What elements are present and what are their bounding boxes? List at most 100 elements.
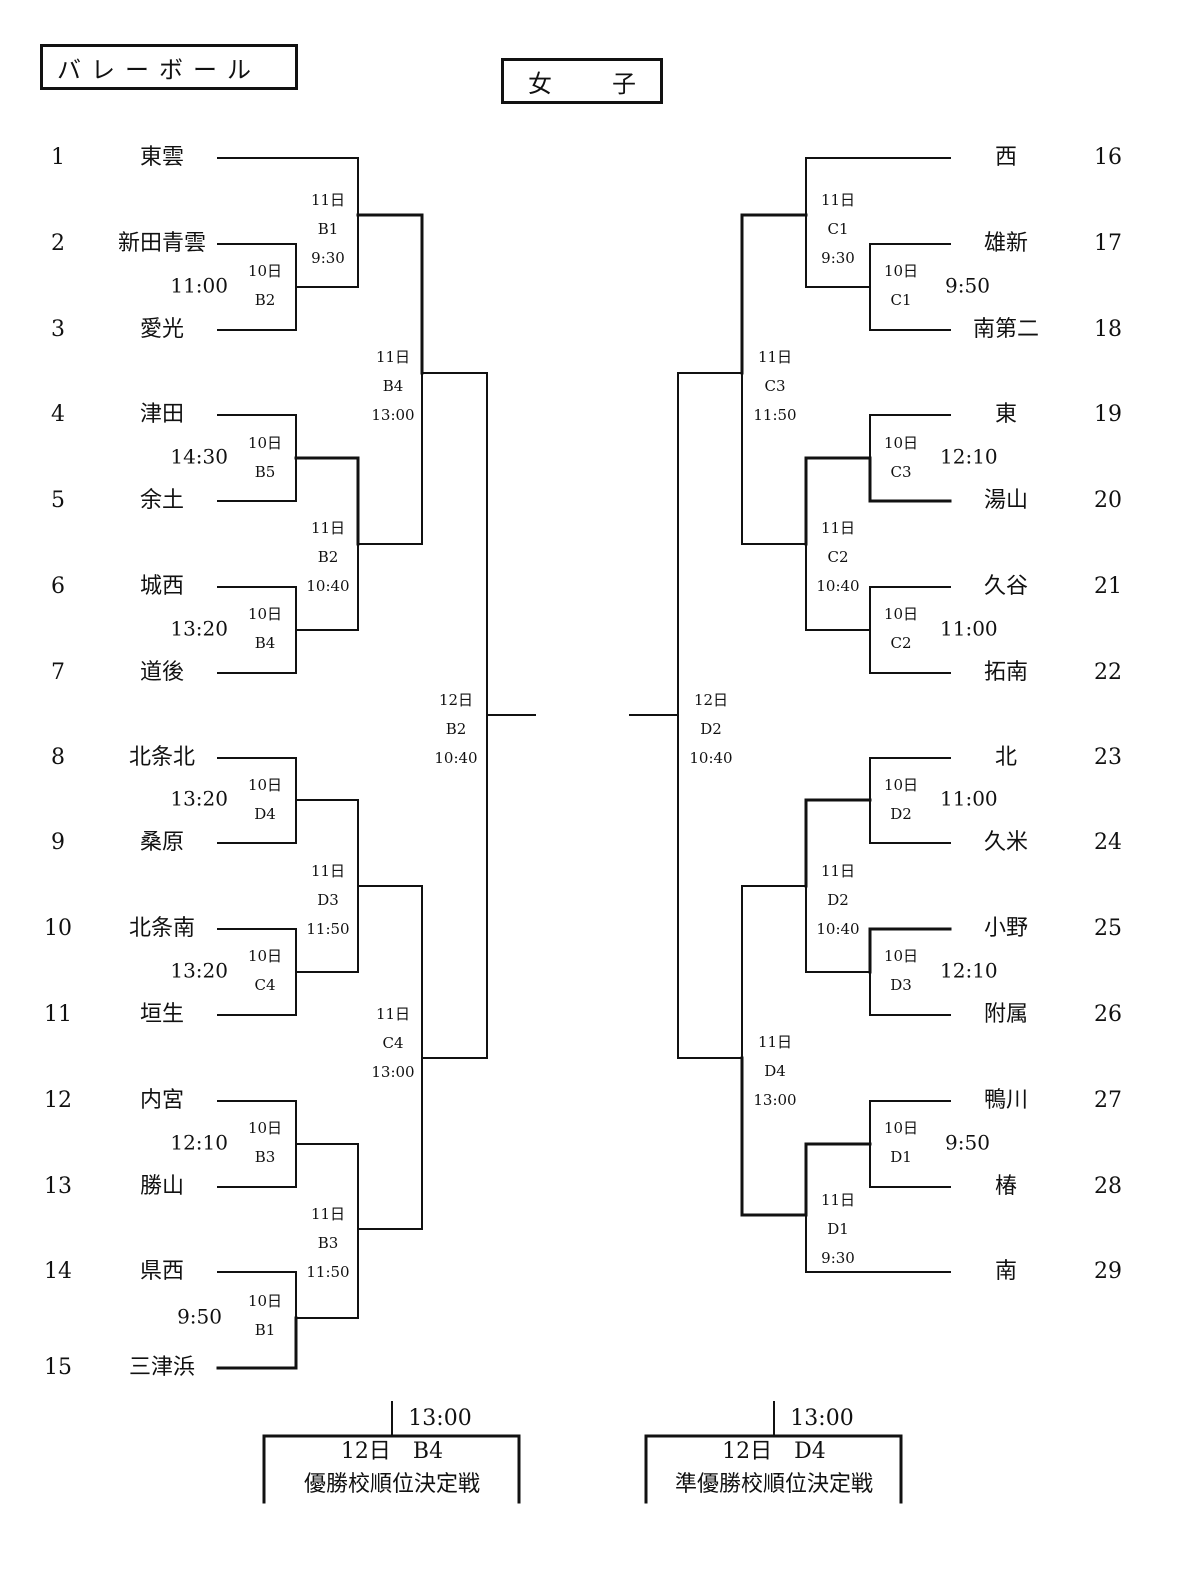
bracket-line: [868, 456, 952, 503]
match-day: 10日: [248, 776, 282, 794]
bracket-line: [868, 927, 952, 974]
team-name: 県西: [140, 1259, 184, 1284]
bracket-line: [869, 971, 951, 1016]
match-time: 9:50: [945, 274, 990, 298]
team-seed-number: 25: [1094, 916, 1122, 941]
final-title: 準優勝校順位決定戦: [675, 1472, 873, 1497]
bracket-line: [805, 214, 871, 288]
team-seed-number: 17: [1094, 231, 1122, 256]
bracket-line: [295, 543, 359, 631]
bracket-line: [740, 1056, 808, 1217]
bracket-line: [869, 629, 951, 674]
match-day: 11日: [821, 1191, 855, 1209]
match-time: 11:00: [940, 617, 998, 641]
match-court: C3: [890, 463, 911, 481]
bracket-line: [294, 456, 360, 546]
bracket-line: [421, 372, 488, 716]
match-day: 11日: [311, 862, 345, 880]
bracket-line: [217, 971, 297, 1016]
bracket-line: [357, 372, 423, 545]
final-match: 12日 B4: [341, 1439, 443, 1464]
match-court: D2: [700, 720, 722, 738]
match-time: 10:40: [816, 920, 859, 938]
match-day: 12日: [694, 691, 728, 709]
bracket-line: [805, 1214, 951, 1273]
team-seed-number: 7: [51, 660, 65, 685]
team-seed-number: 12: [44, 1088, 72, 1113]
team-seed-number: 2: [51, 231, 65, 256]
match-time: 13:20: [170, 959, 228, 983]
match-time: 11:00: [170, 274, 228, 298]
bracket-line: [804, 798, 872, 888]
team-name: 垣生: [140, 1002, 184, 1027]
match-time: 13:00: [753, 1091, 796, 1109]
match-court: C2: [890, 634, 911, 652]
team-seed-number: 13: [44, 1174, 72, 1199]
bracket-line: [217, 586, 297, 631]
match-day: 11日: [821, 519, 855, 537]
match-time: 10:40: [306, 577, 349, 595]
bracket-line: [677, 714, 743, 1059]
sport-title-box: バレーボール: [40, 44, 298, 90]
team-name: 東雲: [140, 145, 184, 170]
match-day: 11日: [821, 862, 855, 880]
team-name: 西: [995, 145, 1017, 170]
team-seed-number: 20: [1094, 488, 1122, 513]
match-court: B4: [255, 634, 276, 652]
team-name: 椿: [995, 1174, 1017, 1199]
match-court: D1: [890, 1148, 912, 1166]
match-time: 9:50: [945, 1131, 990, 1155]
match-time: 11:50: [306, 920, 349, 938]
final-match: 12日 D4: [722, 1439, 826, 1464]
bracket-line: [217, 286, 297, 331]
bracket-line: [295, 1143, 359, 1230]
team-name: 津田: [140, 402, 184, 427]
bracket-line: [421, 714, 488, 1059]
team-name: 桑原: [140, 830, 184, 855]
bracket-line: [295, 214, 359, 288]
match-court: D1: [827, 1220, 849, 1238]
bracket-line: [869, 286, 951, 331]
team-seed-number: 29: [1094, 1259, 1122, 1284]
match-day: 11日: [311, 191, 345, 209]
bracket-line: [869, 586, 951, 631]
match-day: 11日: [311, 1205, 345, 1223]
bracket-line: [805, 157, 951, 216]
match-court: D2: [890, 805, 912, 823]
match-court: B2: [255, 291, 276, 309]
team-name: 鴨川: [984, 1088, 1028, 1113]
bracket-line: [217, 243, 297, 288]
team-name: 南第二: [973, 317, 1039, 342]
match-court: D3: [890, 976, 912, 994]
team-name: 余土: [140, 488, 184, 513]
match-time: 13:20: [170, 617, 228, 641]
match-time: 11:50: [753, 406, 796, 424]
team-name: 北条南: [129, 916, 195, 941]
match-time: 10:40: [816, 577, 859, 595]
team-name: 小野: [984, 916, 1028, 941]
team-seed-number: 3: [51, 317, 65, 342]
bracket-line: [217, 928, 297, 973]
match-day: 10日: [884, 947, 918, 965]
match-day: 11日: [376, 348, 410, 366]
match-time: 12:10: [170, 1131, 228, 1155]
gender-title: 女子: [528, 69, 696, 98]
bracket-line: [217, 1100, 297, 1145]
match-court: C4: [254, 976, 275, 994]
team-seed-number: 21: [1094, 574, 1122, 599]
match-court: B2: [446, 720, 467, 738]
gender-title-box: 女子: [501, 58, 663, 104]
match-court: D3: [317, 891, 339, 909]
match-court: B1: [318, 220, 339, 238]
team-seed-number: 9: [51, 830, 65, 855]
match-day: 11日: [821, 191, 855, 209]
bracket-line: [217, 414, 297, 459]
match-time: 11:00: [940, 787, 998, 811]
bracket-line: [356, 213, 424, 375]
bracket-line: [357, 885, 423, 1059]
team-seed-number: 23: [1094, 745, 1122, 770]
match-day: 11日: [311, 519, 345, 537]
bracket-line: [869, 1100, 951, 1145]
match-court: D4: [764, 1062, 786, 1080]
team-name: 北: [995, 745, 1017, 770]
